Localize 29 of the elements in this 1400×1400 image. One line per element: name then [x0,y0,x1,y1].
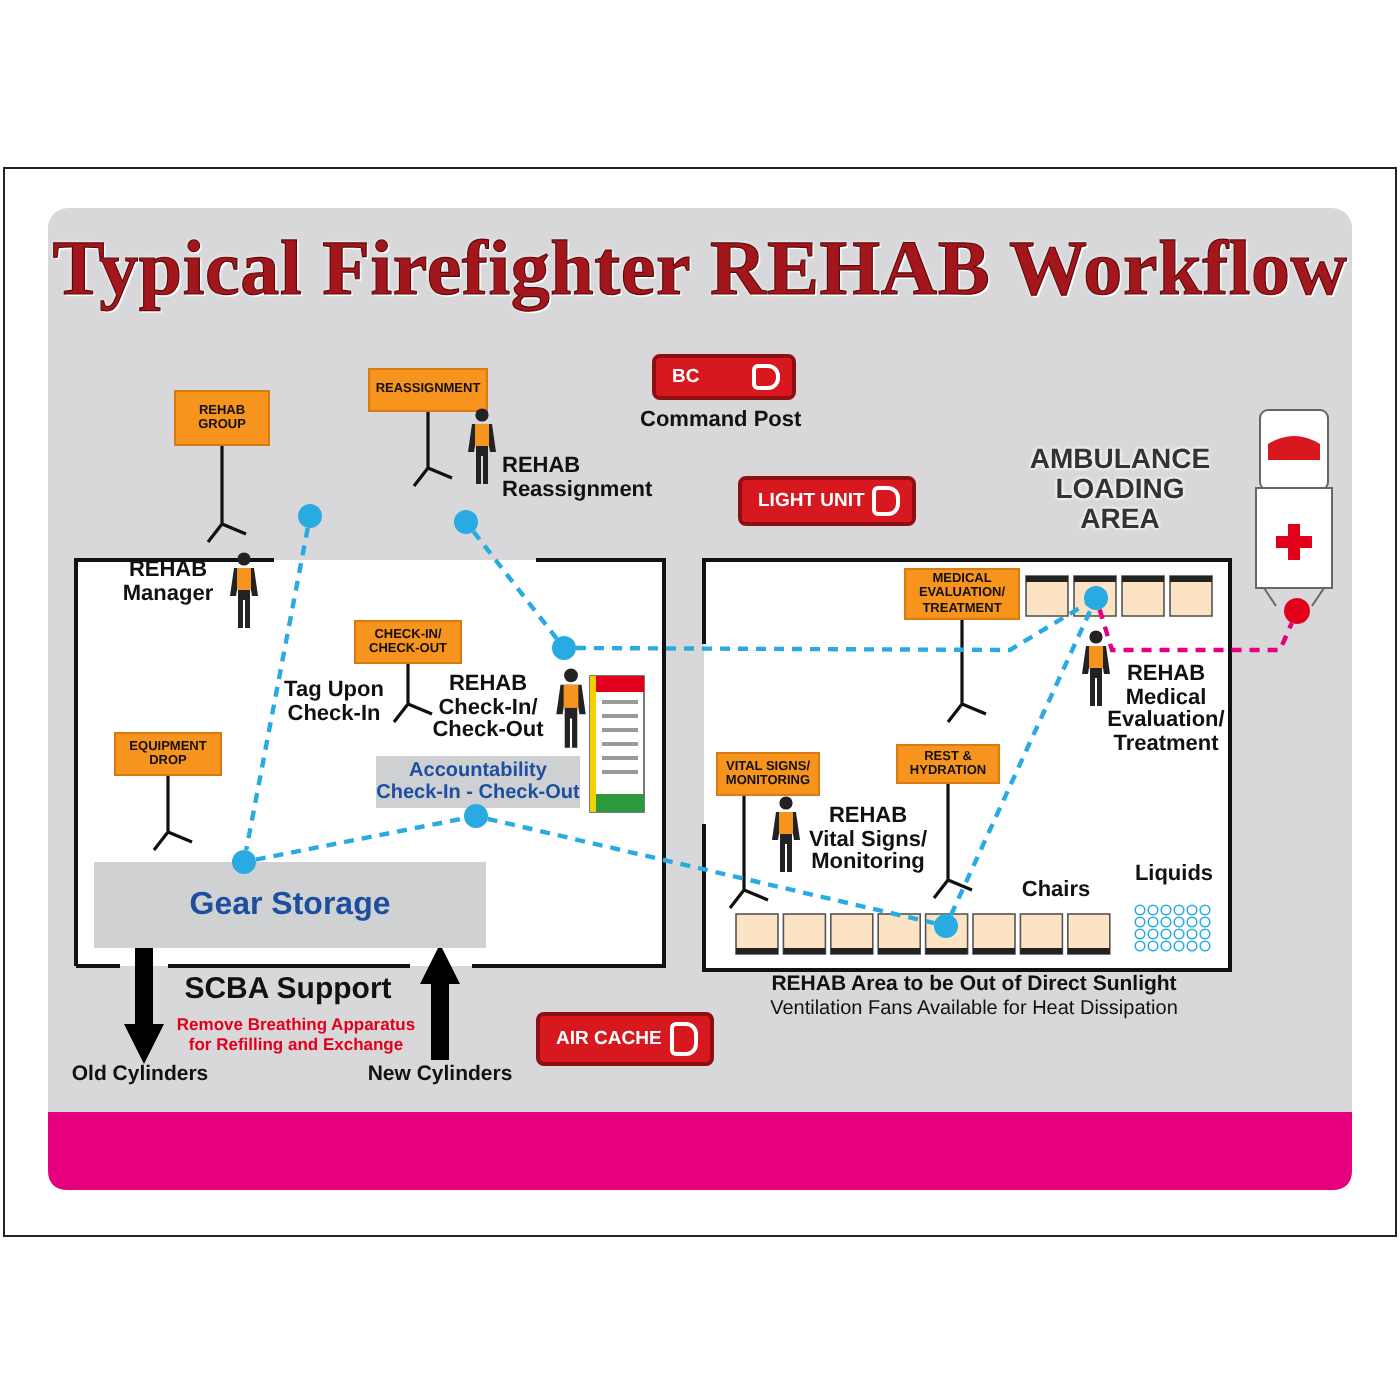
dotted-path [471,530,559,640]
vehicle: AIR CACHE [536,1012,714,1066]
arrow [420,944,460,1060]
instruction-text: Remove Breathing Apparatus for Refilling and Exchange [174,1014,418,1054]
title: Typical Firefighter REHAB Workflow [50,224,1350,314]
dotted-path [244,527,310,851]
person-caption: REHAB Medical Evaluation/ Treatment [1105,664,1227,756]
area-caption: Chairs [1019,880,1093,903]
person-caption: REHAB Reassignment [502,456,655,502]
person-caption: REHAB Check-In/ Check-Out [430,674,546,743]
note-text: REHAB Area to be Out of Direct Sunlight [769,972,1179,996]
dotted-path [949,608,1093,916]
dotted-path [255,816,465,862]
cylinder-label: New Cylinders [360,1060,520,1088]
vehicle: LIGHT UNIT [738,476,916,526]
area-caption: Liquids [1132,864,1216,887]
cylinder-label: Old Cylinders [60,1060,220,1088]
area-label: Accountability Check-In - Check-Out [376,756,580,808]
dotted-path [487,816,935,926]
vehicle-caption: Command Post [640,410,802,433]
arrow [124,948,164,1064]
dotted-path [1097,608,1294,653]
vehicle: BC [652,354,796,400]
person-caption: REHAB Vital Signs/ Monitoring [806,806,930,875]
note-text: Ventilation Fans Available for Heat Dissipation [768,998,1180,1022]
area-title: AMBULANCE LOADING AREA [1027,444,1213,534]
note-text: Tag Upon Check-In [282,680,386,726]
storage-area: Gear Storage [94,862,486,948]
section-heading: SCBA Support [182,974,394,1006]
